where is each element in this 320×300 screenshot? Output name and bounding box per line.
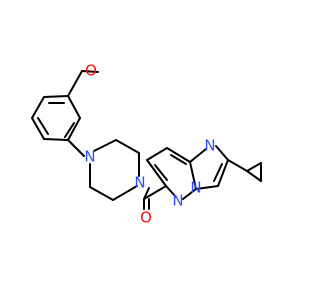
bond	[67, 139, 85, 157]
piperazine-nitrogen-bottom-label: N	[134, 174, 145, 192]
methoxy-oxygen-label: O	[85, 62, 97, 80]
bond	[154, 164, 168, 181]
bond-layer	[31, 70, 262, 210]
bond	[143, 185, 167, 200]
bond	[195, 185, 219, 190]
bond	[189, 161, 197, 190]
bond	[93, 139, 117, 152]
bond	[67, 95, 81, 119]
bond	[43, 138, 69, 141]
imidazole-nitrogen-label: N	[204, 137, 215, 155]
carbonyl-oxygen-label: O	[140, 209, 152, 227]
bond	[165, 185, 177, 198]
atom-labels: O N N O N N N	[84, 62, 215, 227]
piperazine-nitrogen-top-label: N	[84, 148, 95, 166]
bond	[31, 117, 45, 140]
bond	[67, 117, 81, 141]
bond	[81, 70, 99, 73]
bond	[31, 96, 45, 119]
bond	[170, 154, 187, 165]
bond	[189, 148, 207, 163]
bond	[112, 185, 138, 201]
pyridazine-nitrogen-label: N	[172, 192, 183, 210]
molecule-drawing: O N N O N N N	[31, 62, 262, 227]
bond	[143, 187, 150, 200]
bridgehead-nitrogen-label: N	[190, 179, 201, 197]
bond	[37, 117, 49, 135]
bond	[64, 122, 75, 138]
bond	[246, 170, 262, 182]
bond	[43, 95, 69, 98]
bond	[146, 159, 167, 187]
bond	[89, 186, 114, 201]
bond	[67, 70, 83, 97]
structure-diagram: O N N O N N N	[31, 61, 262, 227]
bond	[213, 163, 223, 182]
bond	[217, 159, 229, 187]
bond	[182, 188, 197, 200]
bond	[166, 147, 191, 163]
bond	[146, 147, 168, 161]
bond	[215, 145, 229, 161]
bond	[227, 159, 248, 172]
bond	[246, 162, 262, 172]
bond	[115, 139, 140, 154]
